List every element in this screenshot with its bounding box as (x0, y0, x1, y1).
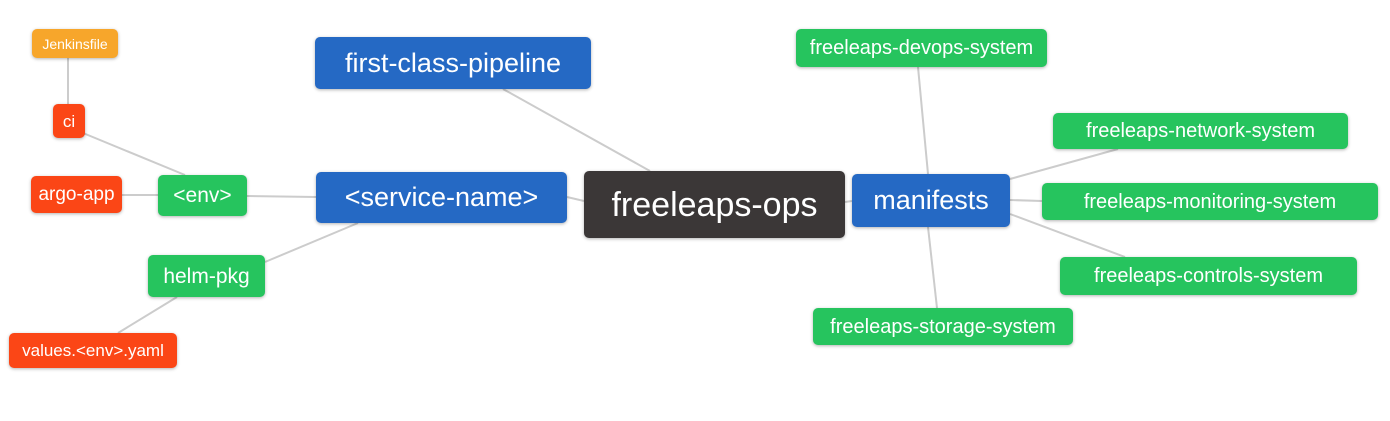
edge-first-class-pipeline--freeleaps-ops (502, 88, 651, 172)
node-label: first-class-pipeline (344, 47, 562, 78)
node-freeleaps-ops[interactable]: freeleaps-ops (584, 171, 845, 238)
node-helm-pkg[interactable]: helm-pkg (148, 255, 265, 297)
node-service-name[interactable]: <service-name> (316, 172, 567, 223)
node-argo-app[interactable]: argo-app (31, 176, 122, 213)
node-label: freeleaps-monitoring-system (1083, 190, 1337, 213)
node-ci[interactable]: ci (53, 104, 85, 138)
edge-manifests--freeleaps-devops-system (917, 66, 929, 175)
node-freeleaps-storage-system[interactable]: freeleaps-storage-system (813, 308, 1073, 345)
edge-freeleaps-ops--manifests (844, 200, 853, 203)
node-freeleaps-network-system[interactable]: freeleaps-network-system (1053, 113, 1348, 149)
edge-service-name--freeleaps-ops (566, 196, 585, 202)
node-jenkinsfile[interactable]: Jenkinsfile (32, 29, 118, 58)
node-label: freeleaps-storage-system (830, 315, 1056, 338)
node-values-env-yaml[interactable]: values.<env>.yaml (9, 333, 177, 368)
node-label: freeleaps-devops-system (809, 37, 1034, 59)
edge-ci--env (82, 132, 186, 176)
node-label: freeleaps-ops (611, 185, 818, 224)
edge-helm-pkg--values-env-yaml (117, 296, 178, 334)
node-label: freeleaps-network-system (1086, 120, 1315, 142)
edge-manifests--freeleaps-storage-system (927, 226, 938, 309)
node-label: values.<env>.yaml (22, 341, 164, 360)
edge-env--service-name (246, 195, 317, 198)
node-freeleaps-monitoring-system[interactable]: freeleaps-monitoring-system (1042, 183, 1378, 220)
node-label: Jenkinsfile (42, 35, 108, 52)
node-manifests[interactable]: manifests (852, 174, 1010, 227)
edge-service-name--helm-pkg (264, 222, 359, 263)
node-label: <env> (173, 184, 232, 207)
edge-manifests--freeleaps-network-system (1009, 148, 1119, 180)
edge-manifests--freeleaps-monitoring-system (1009, 199, 1043, 202)
node-freeleaps-devops-system[interactable]: freeleaps-devops-system (796, 29, 1047, 67)
node-label: freeleaps-controls-system (1094, 265, 1323, 287)
node-freeleaps-controls-system[interactable]: freeleaps-controls-system (1060, 257, 1357, 295)
node-label: manifests (873, 185, 989, 215)
node-label: ci (62, 111, 76, 131)
node-first-class-pipeline[interactable]: first-class-pipeline (315, 37, 591, 89)
node-label: helm-pkg (163, 264, 250, 288)
edge-manifests--freeleaps-controls-system (1009, 213, 1126, 258)
node-env[interactable]: <env> (158, 175, 247, 216)
node-label: argo-app (38, 184, 115, 205)
node-label: <service-name> (344, 182, 539, 212)
